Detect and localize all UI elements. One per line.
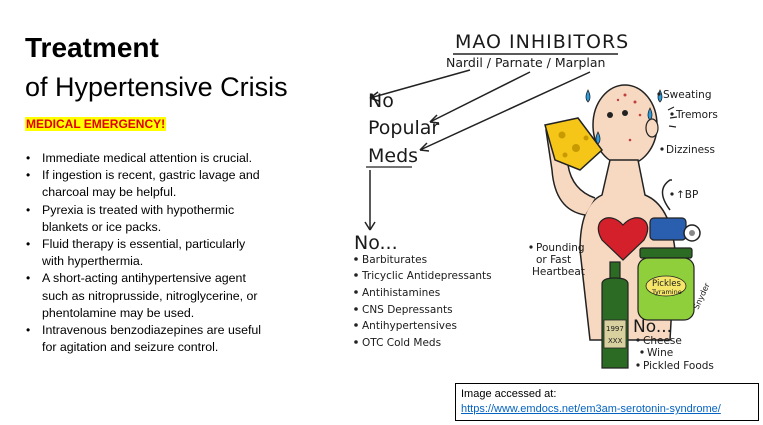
no-list-item: Barbiturates	[362, 254, 427, 266]
bullet-dot-icon: •	[26, 323, 31, 338]
bullet-dot-icon: •	[26, 237, 31, 252]
no-popular-meds-popular: Popular	[368, 117, 439, 139]
bottle-sublabel: XXX	[608, 337, 623, 345]
pickle-jar-icon: Pickles Tyramine	[637, 247, 695, 321]
image-source-caption: Image accessed at: https://www.emdocs.ne…	[455, 383, 759, 421]
no-list-heading: No...	[354, 232, 398, 254]
illus-heading: MAO INHIBITORS	[455, 31, 629, 53]
bullet-item: •Intravenous benzodiazepines are useful …	[26, 323, 262, 355]
jar-label: Pickles	[652, 279, 681, 289]
illus-subheading: Nardil / Parnate / Marplan	[446, 55, 605, 70]
no-list-item: Tricyclic Antidepressants	[361, 270, 492, 282]
bullet-dot-icon: •	[26, 168, 31, 183]
tremor-lines	[667, 106, 678, 128]
no-list-item: OTC Cold Meds	[362, 337, 441, 349]
food-item: Cheese	[643, 335, 682, 347]
bullet-item: •A short-acting antihypertensive agent s…	[26, 271, 258, 320]
no-popular-meds-meds: Meds	[368, 145, 418, 167]
emergency-label: MEDICAL EMERGENCY!	[25, 117, 167, 131]
bullet-item: •If ingestion is recent, gastric lavage …	[26, 168, 260, 200]
bullet-dot-icon: •	[26, 202, 31, 217]
bullet-dot-icon: •	[26, 271, 31, 286]
sweat-drops-icon	[585, 89, 663, 145]
drug-arrows	[364, 69, 591, 231]
food-bullets	[636, 338, 644, 367]
treatment-bullet-list: •Immediate medical attention is crucial.…	[25, 150, 265, 356]
wine-bottle-icon: 1997 XXX	[601, 261, 629, 369]
heartbeat-line: Pounding	[536, 242, 585, 254]
jar-sublabel: Tyramine	[651, 288, 682, 296]
food-item: Wine	[647, 347, 673, 359]
bullet-item: •Pyrexia is treated with hypothermic bla…	[26, 202, 235, 234]
heartbeat-line: or Fast	[536, 254, 571, 266]
heartbeat-text: Pounding or Fast Heartbeat	[532, 242, 585, 278]
bullet-item: •Immediate medical attention is crucial.	[25, 150, 265, 167]
bullet-item: •Fluid therapy is essential, particularl…	[26, 237, 246, 269]
symptom-bullets	[657, 92, 674, 196]
no-list-item: CNS Depressants	[362, 304, 453, 316]
no-popular-meds-no: No	[368, 90, 394, 112]
mao-inhibitor-cartoon: MAO INHIBITORS Nardil / Parnate / Marpla…	[354, 31, 718, 372]
no-list-item: Antihypertensives	[362, 320, 457, 332]
heart-icon	[597, 217, 649, 261]
caption-label: Image accessed at:	[461, 388, 557, 400]
no-list-bullets	[354, 257, 358, 344]
food-list-heading: No...	[633, 317, 672, 337]
symptom-item: ↑BP	[676, 189, 698, 201]
heartbeat-line: Heartbeat	[532, 266, 585, 278]
slide-title-line1: Treatment	[25, 32, 159, 63]
symptom-item: Sweating	[663, 89, 712, 101]
cheese-icon	[544, 117, 604, 171]
source-link[interactable]: https://www.emdocs.net/em3am-serotonin-s…	[461, 403, 721, 415]
food-list: Cheese Wine Pickled Foods	[643, 335, 714, 372]
person-ear	[645, 118, 659, 138]
artist-signature: Snyder	[692, 281, 712, 311]
symptom-item: Dizziness	[666, 144, 715, 156]
bp-cuff-icon	[649, 179, 701, 242]
no-list: Barbiturates Tricyclic Antidepressants A…	[361, 254, 492, 349]
bottle-label: 1997	[606, 325, 624, 333]
slide-title-line2: of Hypertensive Crisis	[25, 72, 288, 102]
symptom-list: Sweating Tremors Dizziness ↑BP	[663, 89, 718, 201]
symptom-item: Tremors	[675, 109, 718, 121]
no-list-item: Antihistamines	[362, 287, 440, 299]
bullet-dot-icon: •	[26, 151, 31, 165]
food-item: Pickled Foods	[643, 360, 714, 372]
